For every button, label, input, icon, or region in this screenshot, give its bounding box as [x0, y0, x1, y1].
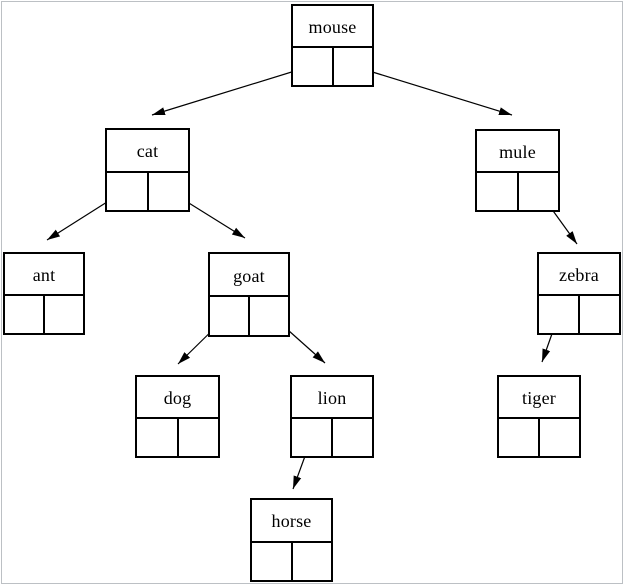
- node-goat-left-pointer-cell: [210, 297, 250, 335]
- node-pointer-cells-horse: [252, 542, 332, 581]
- node-pointer-cells-zebra: [539, 296, 619, 333]
- tree-node-tiger: tiger: [497, 375, 581, 458]
- node-goat-right-pointer-cell: [250, 297, 288, 335]
- node-pointer-cells-lion: [292, 419, 372, 456]
- node-lion-left-pointer-cell: [292, 419, 333, 456]
- node-label-lion: lion: [292, 377, 372, 419]
- node-label-mouse: mouse: [293, 6, 372, 48]
- node-horse-right-pointer-cell: [293, 543, 332, 581]
- tree-node-mouse: mouse: [291, 4, 374, 87]
- node-ant-right-pointer-cell: [45, 296, 83, 333]
- node-dog-right-pointer-cell: [179, 419, 219, 456]
- tree-node-mule: mule: [475, 129, 560, 212]
- node-label-ant: ant: [5, 254, 83, 296]
- tree-node-horse: horse: [250, 498, 333, 582]
- node-dog-left-pointer-cell: [137, 419, 179, 456]
- node-ant-left-pointer-cell: [5, 296, 45, 333]
- node-pointer-cells-dog: [137, 419, 218, 456]
- node-cat-right-pointer-cell: [149, 173, 189, 211]
- node-pointer-cells-goat: [210, 297, 288, 335]
- tree-node-cat: cat: [105, 128, 190, 212]
- node-pointer-cells-mule: [477, 173, 558, 210]
- node-label-zebra: zebra: [539, 254, 619, 296]
- node-horse-left-pointer-cell: [252, 542, 293, 580]
- node-label-dog: dog: [137, 377, 218, 419]
- node-mule-left-pointer-cell: [477, 173, 519, 210]
- node-cat-left-pointer-cell: [107, 172, 149, 210]
- node-pointer-cells-mouse: [293, 48, 372, 85]
- tree-node-lion: lion: [290, 375, 374, 458]
- node-mouse-left-pointer-cell: [293, 48, 334, 85]
- node-label-cat: cat: [107, 130, 188, 173]
- node-tiger-left-pointer-cell: [499, 419, 540, 456]
- tree-node-dog: dog: [135, 375, 220, 458]
- node-label-horse: horse: [252, 500, 331, 543]
- tree-node-goat: goat: [208, 252, 290, 337]
- node-zebra-right-pointer-cell: [580, 296, 619, 333]
- edge-mouse-right-to-mule: [352, 65, 513, 116]
- node-pointer-cells-cat: [107, 172, 189, 211]
- node-zebra-left-pointer-cell: [539, 296, 580, 333]
- tree-node-zebra: zebra: [537, 252, 621, 335]
- node-label-mule: mule: [477, 131, 558, 173]
- node-tiger-right-pointer-cell: [540, 419, 579, 456]
- node-label-tiger: tiger: [499, 377, 579, 419]
- tree-node-ant: ant: [3, 252, 85, 335]
- node-label-goat: goat: [210, 254, 288, 297]
- edge-mouse-left-to-cat: [151, 65, 312, 116]
- node-pointer-cells-tiger: [499, 419, 579, 456]
- node-lion-right-pointer-cell: [333, 419, 372, 456]
- node-mule-right-pointer-cell: [519, 173, 559, 210]
- node-pointer-cells-ant: [5, 296, 83, 333]
- node-mouse-right-pointer-cell: [334, 48, 373, 85]
